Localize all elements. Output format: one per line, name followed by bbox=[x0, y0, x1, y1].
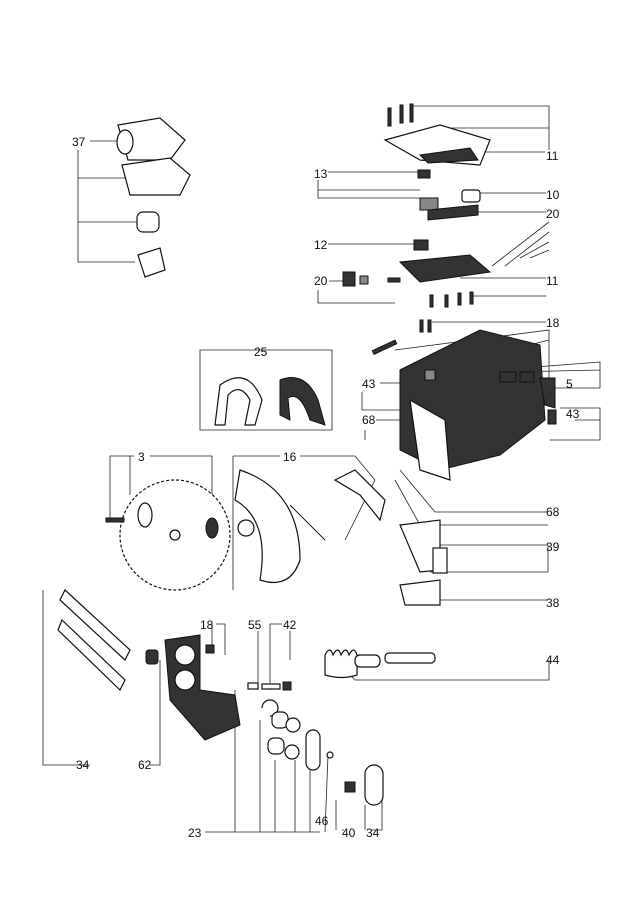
callout-43-left: 43 bbox=[362, 377, 376, 391]
callout-38: 38 bbox=[546, 596, 560, 610]
callout-20-right: 20 bbox=[546, 207, 560, 221]
callout-68-right: 68 bbox=[546, 505, 560, 519]
part-dust-bag bbox=[116, 117, 191, 278]
callout-23: 23 bbox=[188, 826, 202, 840]
callout-43-right: 43 bbox=[566, 407, 580, 421]
callout-18-bottom: 18 bbox=[200, 618, 214, 632]
callout-13: 13 bbox=[314, 167, 328, 181]
part-motor-housing bbox=[371, 319, 557, 481]
part-saw-blade bbox=[105, 479, 231, 591]
callout-3: 3 bbox=[138, 450, 145, 464]
callout-labels: 37 11 13 10 20 12 20 11 18 25 43 5 68 43… bbox=[72, 135, 580, 840]
part-spring-44 bbox=[324, 649, 436, 679]
callout-68-left: 68 bbox=[362, 413, 376, 427]
callout-25: 25 bbox=[254, 345, 268, 359]
callout-40: 40 bbox=[342, 826, 356, 840]
callout-12: 12 bbox=[314, 238, 328, 252]
callout-37: 37 bbox=[72, 135, 86, 149]
callout-34-left: 34 bbox=[76, 758, 90, 772]
part-guard-25 bbox=[214, 377, 326, 426]
part-lower-guard-16 bbox=[234, 469, 386, 584]
callout-46: 46 bbox=[315, 814, 329, 828]
callout-34-bottom: 34 bbox=[366, 826, 380, 840]
part-rails-34 bbox=[57, 589, 159, 692]
callout-18-right: 18 bbox=[546, 316, 560, 330]
part-switch-assembly bbox=[342, 169, 492, 308]
callout-62: 62 bbox=[138, 758, 152, 772]
callout-39: 39 bbox=[546, 540, 560, 554]
part-rail-holder-23 bbox=[164, 634, 241, 741]
callout-16: 16 bbox=[283, 450, 297, 464]
leader-lines bbox=[42, 105, 601, 833]
part-small-hardware bbox=[247, 681, 384, 806]
part-top-cover bbox=[383, 103, 491, 166]
callout-11-bottom: 11 bbox=[546, 274, 559, 288]
callout-5: 5 bbox=[566, 377, 573, 391]
parts bbox=[57, 103, 557, 806]
callout-20-left: 20 bbox=[314, 274, 328, 288]
callout-42: 42 bbox=[283, 618, 297, 632]
callout-44: 44 bbox=[546, 653, 560, 667]
callout-11-top: 11 bbox=[546, 149, 559, 163]
callout-55: 55 bbox=[248, 618, 262, 632]
callout-10: 10 bbox=[546, 188, 560, 202]
part-blades-39-38 bbox=[399, 519, 448, 606]
